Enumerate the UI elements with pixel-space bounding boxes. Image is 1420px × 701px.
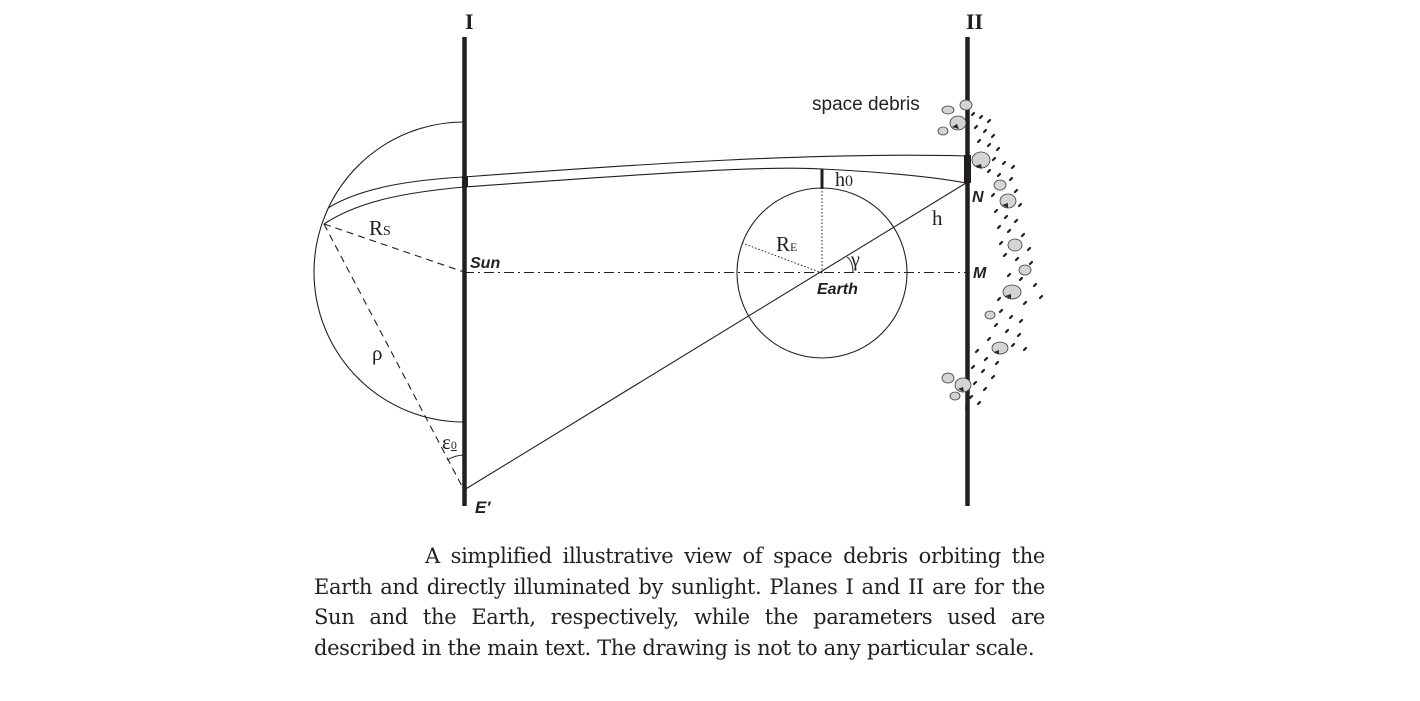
- rho-label: ρ: [372, 341, 383, 365]
- gamma-angle-arc: [846, 256, 854, 274]
- sun-label: Sun: [470, 255, 501, 272]
- point-e-prime-label: E': [475, 498, 491, 517]
- sun-radius-label: RS: [369, 218, 391, 239]
- e-prime-to-n-line: [463, 182, 967, 491]
- plane-1-marker: [462, 176, 468, 187]
- diagram-canvas: [313, 37, 1044, 506]
- space-debris-cluster: [937, 99, 1044, 410]
- earth-radius-label: RE: [776, 234, 797, 255]
- sun-earth-debris-diagram: I II Sun Earth space debris N M E' RS RE…: [313, 9, 1044, 517]
- sun-radius-sub: S: [383, 224, 391, 239]
- epsilon-main: ε: [442, 430, 451, 454]
- sun-circle-arc: [313, 121, 465, 423]
- ray-lower-curve: [323, 167, 967, 225]
- earth-radius-sub: E: [790, 240, 798, 254]
- h0-sub: 0: [845, 173, 853, 190]
- plane-2-label: II: [966, 9, 984, 34]
- point-m-label: M: [973, 265, 987, 282]
- plane-2-segment-n: [964, 155, 971, 183]
- sun-radius-main: R: [369, 216, 384, 240]
- h-label: h: [932, 206, 943, 230]
- plane-1-label: I: [465, 9, 474, 34]
- epsilon-sub: 0: [450, 438, 457, 452]
- point-n-label: N: [972, 189, 984, 206]
- ray-upper-curve: [327, 154, 967, 209]
- epsilon-label: ε0: [442, 432, 457, 453]
- caption-text: A simplified illustrative view of space …: [314, 544, 1045, 661]
- figure-caption: A simplified illustrative view of space …: [314, 541, 1045, 664]
- rho-dashed-line: [323, 223, 465, 491]
- space-debris-label: space debris: [812, 94, 920, 115]
- epsilon-angle-arc: [446, 454, 465, 461]
- h0-label: h0: [835, 170, 853, 190]
- earth-radius-main: R: [776, 232, 791, 256]
- earth-radius-dotted: [741, 242, 823, 274]
- gamma-label: γ: [851, 249, 860, 271]
- sun-radius-dashed: [323, 223, 465, 273]
- earth-label: Earth: [817, 281, 858, 298]
- h0-main: h: [835, 169, 845, 191]
